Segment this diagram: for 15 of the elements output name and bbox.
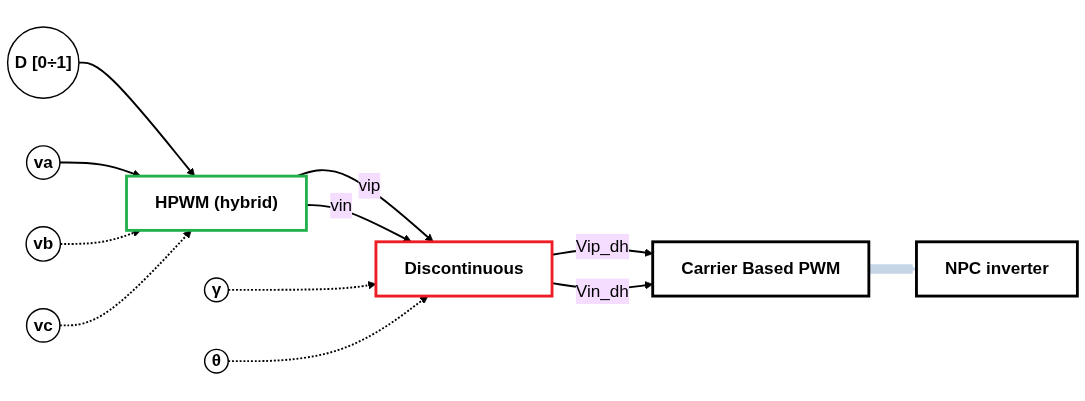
node-circle: γ <box>203 277 230 303</box>
edge-label: Vin_dh <box>575 281 629 301</box>
node-circle: D [0÷1] <box>6 26 80 99</box>
arrow <box>868 264 917 274</box>
edge-label: vin <box>330 195 353 215</box>
edge-label: vip <box>358 175 381 195</box>
node-circle: vb <box>25 226 62 262</box>
node-box: NPC inverter <box>915 240 1079 298</box>
node-box: HPWM (hybrid) <box>125 174 308 232</box>
node-circle: va <box>25 145 61 180</box>
node-box: Carrier Based PWM <box>651 240 871 298</box>
node-circle: θ <box>203 348 229 374</box>
edge-label: Vip_dh <box>575 236 629 256</box>
node-circle: vc <box>25 308 61 343</box>
node-box: Discontinuous <box>374 240 554 298</box>
